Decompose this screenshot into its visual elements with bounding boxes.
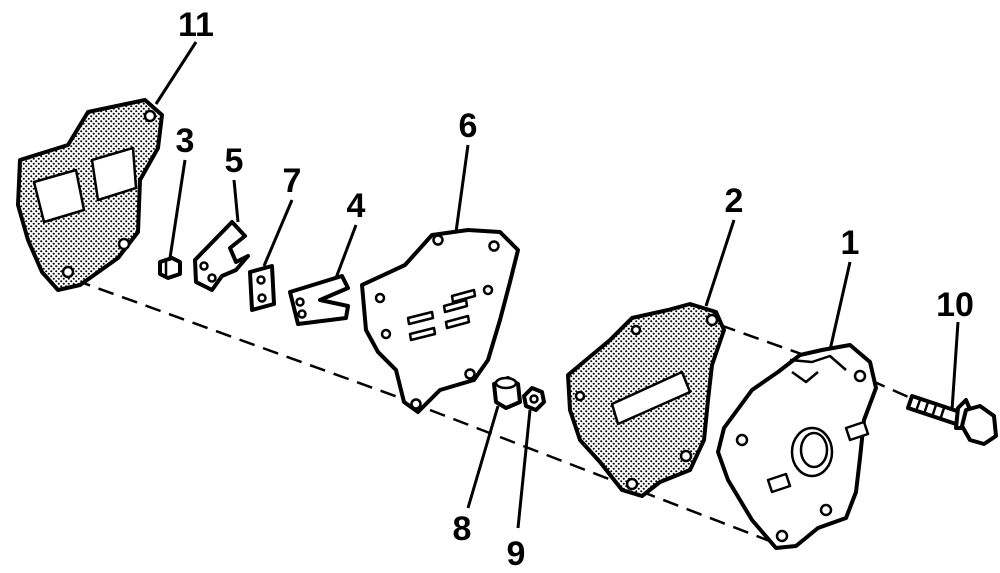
part-4-reed <box>288 274 350 326</box>
callout-6: 6 <box>459 107 478 145</box>
part-3-pin <box>158 256 182 280</box>
callout-5: 5 <box>225 142 244 180</box>
callout-7: 7 <box>283 162 302 200</box>
part-9-nut <box>522 386 546 412</box>
part-10-bolt <box>906 394 998 446</box>
callout-8: 8 <box>453 510 472 548</box>
callout-11: 11 <box>178 6 214 44</box>
callout-2: 2 <box>725 182 744 220</box>
callout-10: 10 <box>936 286 974 324</box>
callout-4: 4 <box>347 187 366 225</box>
part-7-retainer <box>248 264 276 312</box>
callout-9: 9 <box>507 535 526 573</box>
part-11-gasket <box>16 98 164 292</box>
callout-1: 1 <box>841 224 860 262</box>
callout-3: 3 <box>176 122 195 160</box>
part-1-housing <box>716 343 878 550</box>
callout-labels: 11 3 5 7 4 6 2 1 10 8 9 <box>176 6 974 573</box>
part-8-bushing <box>492 376 522 410</box>
alignment-lines <box>74 278 916 547</box>
leader-lines <box>154 41 960 529</box>
part-2-gasket <box>566 302 726 498</box>
part-5-reed-stop <box>193 220 250 292</box>
